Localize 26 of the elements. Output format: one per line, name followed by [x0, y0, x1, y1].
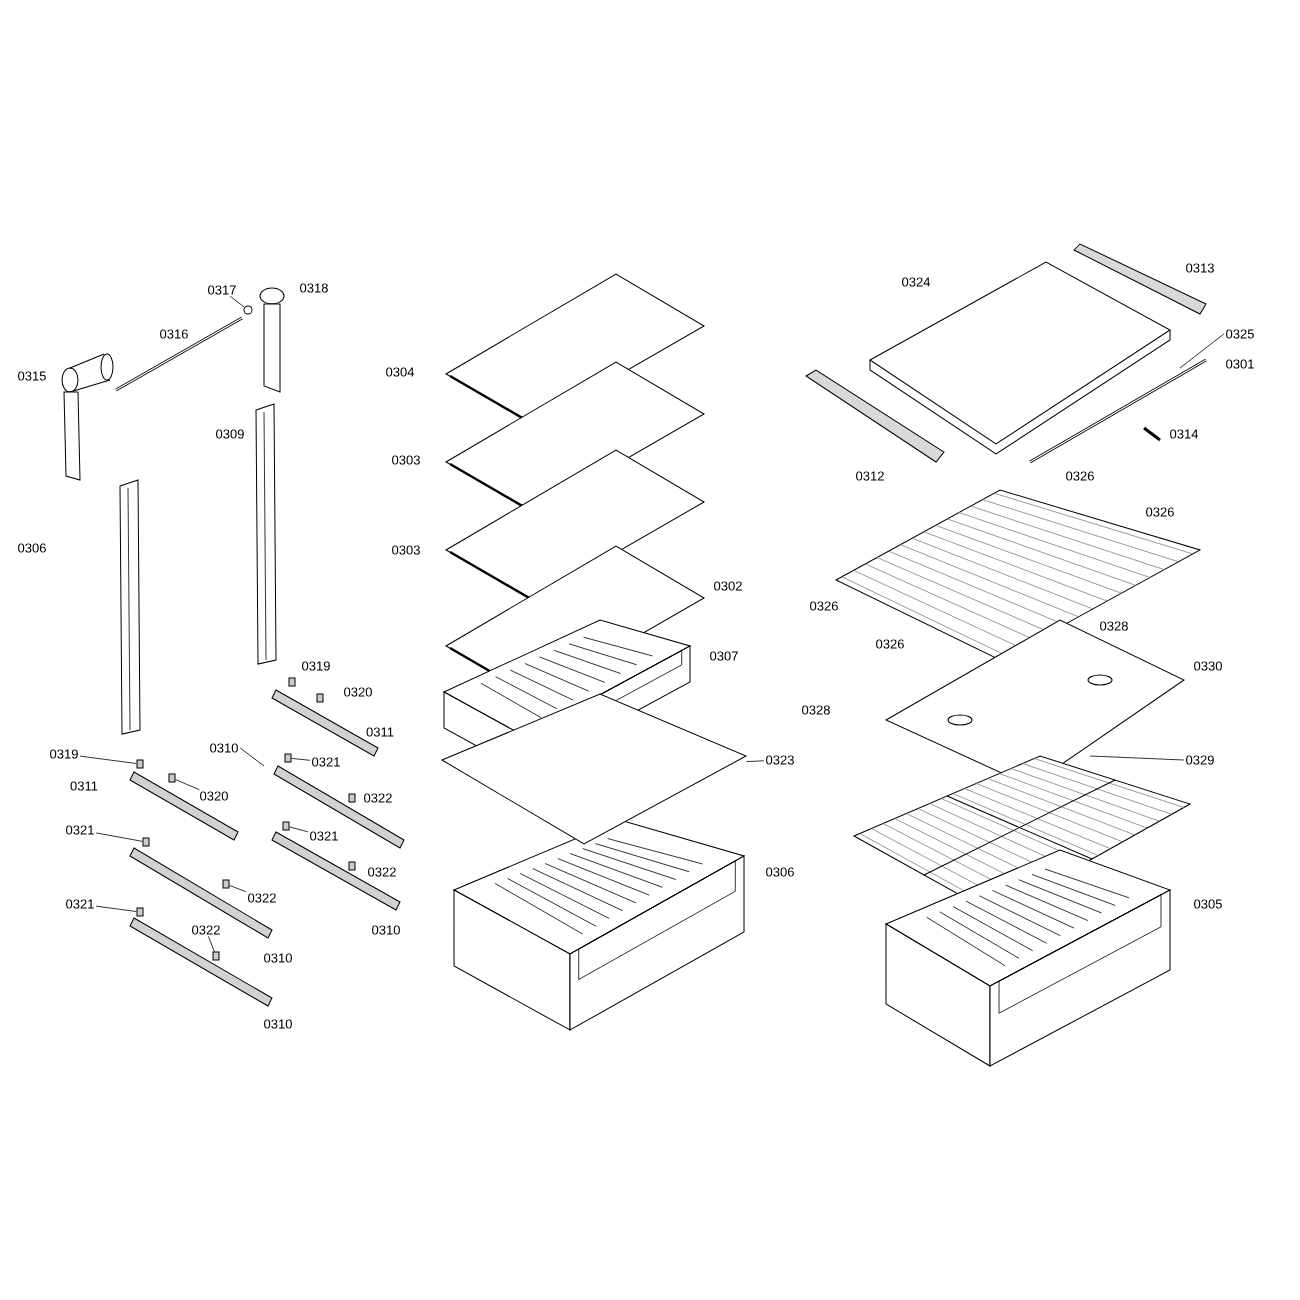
- clip: [282, 821, 290, 831]
- leader-line: [79, 755, 137, 764]
- clip: [348, 861, 356, 871]
- clip: [348, 793, 356, 803]
- clip: [284, 753, 292, 763]
- leader-line: [95, 832, 143, 842]
- clip: [136, 759, 144, 769]
- clip: [316, 693, 324, 703]
- leader-line: [175, 779, 200, 791]
- leader-line: [95, 905, 137, 912]
- clip: [168, 773, 176, 783]
- clip: [136, 907, 144, 917]
- leader-line: [229, 295, 245, 308]
- clip: [222, 879, 230, 889]
- leader-line: [746, 760, 765, 763]
- leader-line: [1089, 755, 1185, 761]
- small-part: [243, 305, 253, 315]
- leader-line: [229, 884, 247, 893]
- clip: [212, 951, 220, 961]
- leader-line: [239, 747, 265, 767]
- leader-line: [208, 935, 215, 952]
- clip: [142, 837, 150, 847]
- leader-line: [1179, 333, 1225, 369]
- leader-line: [289, 826, 309, 833]
- leader-line: [291, 757, 311, 761]
- clip: [288, 677, 296, 687]
